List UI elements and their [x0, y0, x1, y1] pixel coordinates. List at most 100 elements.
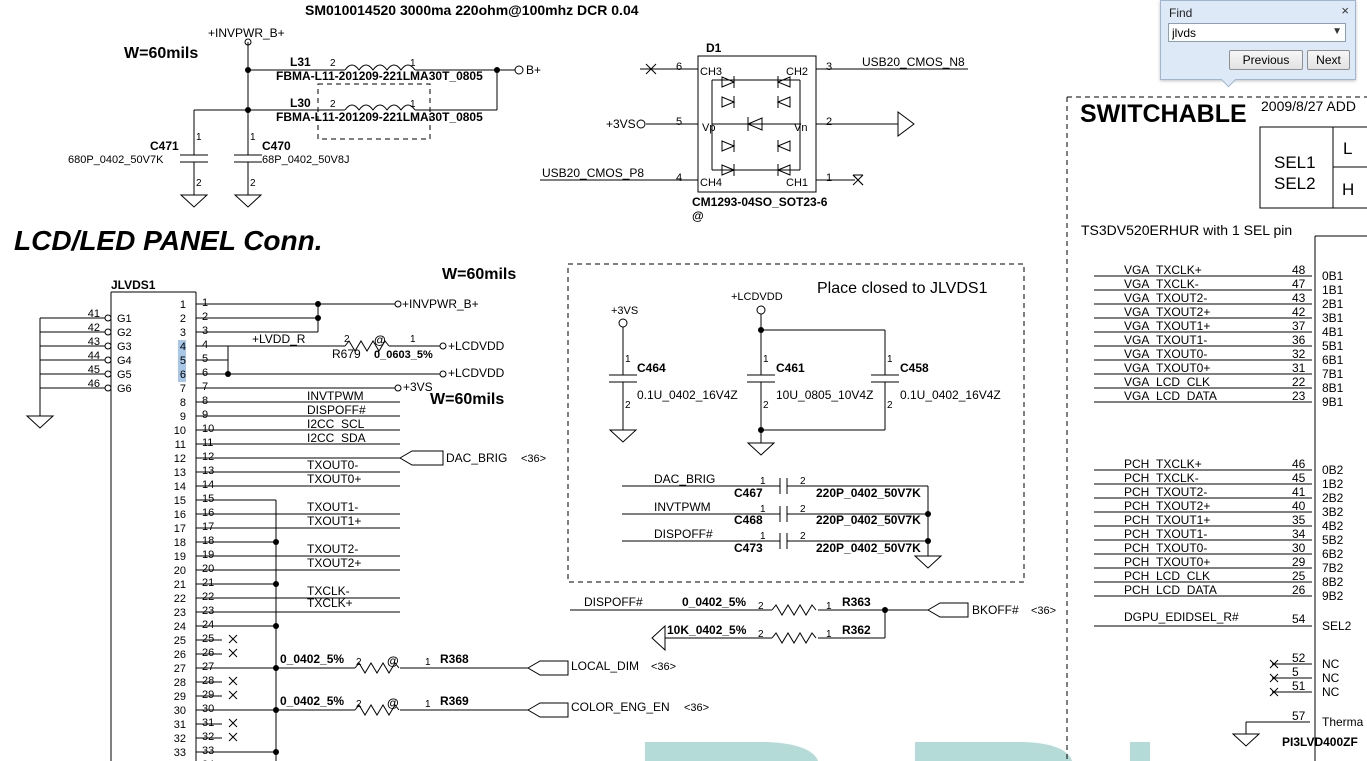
r362-pin2: 2: [758, 629, 764, 640]
pin-number-left: 2: [180, 313, 186, 325]
switch-pin-name: 6B1: [1322, 353, 1344, 367]
pin-number-right: 18: [202, 535, 214, 547]
switch-pin-number: 23: [1292, 389, 1306, 403]
connector-nets: [205, 300, 569, 761]
c470-ref: C470: [262, 139, 291, 153]
pin-number-right: 32: [202, 731, 214, 743]
dac-brig-ref: <36>: [521, 453, 546, 465]
switch-pin-number: 36: [1292, 333, 1306, 347]
r368-at: @: [387, 654, 399, 668]
switch-pin-number: 22: [1292, 375, 1306, 389]
pin-number-left: 27: [174, 663, 186, 675]
pin-number-left: 13: [174, 467, 186, 479]
switch-net: PCH_TXCLK+: [1124, 457, 1202, 471]
lcdvdd-a-label: +LCDVDD: [448, 339, 505, 353]
d1-pin5: 5: [676, 116, 682, 128]
pin-number-left: 11: [175, 439, 186, 451]
bkoff-net: BKOFF#: [972, 603, 1019, 617]
pin-number-left: 33: [174, 747, 186, 759]
r369-at: @: [387, 696, 399, 710]
switch-pin-name: 4B1: [1322, 325, 1344, 339]
switch-net: VGA_TXCLK+: [1124, 263, 1202, 277]
c461-pin2: 2: [763, 400, 769, 411]
pin-number-left: 22: [174, 593, 186, 605]
pin-number-left: 5: [180, 355, 186, 367]
c467-pin1: 1: [760, 476, 766, 487]
switch-net: PCH_TXOUT1+: [1124, 513, 1210, 527]
pin-number-right: 22: [202, 591, 214, 603]
sel-low-label: L: [1343, 139, 1352, 158]
lcdvdd-b-label: +LCDVDD: [448, 366, 505, 380]
ground-pin-name: G6: [117, 383, 132, 395]
pin-number-left: 6: [180, 369, 186, 381]
pin-number-right: 21: [202, 577, 214, 589]
c464-ref: C464: [637, 361, 666, 375]
switch-pin-number: 32: [1292, 347, 1306, 361]
switch-net: PCH_TXOUT2+: [1124, 499, 1210, 513]
switch-pin-number: 43: [1292, 291, 1306, 305]
c458-pin2: 2: [887, 400, 893, 411]
ground-pin-number: 44: [88, 350, 100, 362]
dec-3vs: +3VS: [611, 305, 638, 317]
find-input[interactable]: [1169, 24, 1325, 42]
switch-pin-number: 41: [1292, 485, 1306, 499]
switch-pin-number: 35: [1292, 513, 1306, 527]
c464-pin1: 1: [625, 354, 631, 365]
switch-pin-number: 37: [1292, 319, 1306, 333]
local-dim-ref: <36>: [651, 661, 676, 673]
switch-net: PCH_TXOUT2-: [1124, 485, 1207, 499]
pin-number-right: 33: [202, 745, 214, 757]
pin-number-right: 19: [202, 549, 214, 561]
switch-net: PCH_LCD_CLK: [1124, 569, 1210, 583]
pin-number-right: 6: [202, 367, 208, 379]
close-icon[interactable]: ×: [1341, 3, 1349, 18]
r679-ref: R679: [332, 347, 361, 361]
switch-net: VGA_TXOUT1+: [1124, 319, 1210, 333]
c464-value: 0.1U_0402_16V4Z: [637, 388, 738, 402]
sel2-label: SEL2: [1274, 174, 1316, 193]
c471-pin2: 2: [196, 178, 202, 189]
switch-pin-number: 40: [1292, 499, 1306, 513]
switch-pin-number: 46: [1292, 457, 1306, 471]
sel-num: 54: [1292, 612, 1306, 626]
sel-net: DGPU_EDIDSEL_R#: [1124, 610, 1239, 624]
r679-pin2: 2: [344, 334, 350, 345]
ground-pin-name: G1: [117, 313, 132, 325]
pin-number-left: 29: [174, 691, 186, 703]
previous-button[interactable]: Previous: [1229, 50, 1303, 70]
pin-number-left: 18: [174, 537, 186, 549]
d1-vp: Vp: [702, 122, 715, 134]
ground-pin-number: 41: [88, 308, 100, 320]
l31-ref: L31: [290, 55, 311, 69]
r369-pin1: 1: [425, 699, 431, 710]
pin-number-left: 16: [174, 509, 186, 521]
bkoff-dispoff: DISPOFF#: [584, 595, 643, 609]
pin-number-right: 30: [202, 703, 214, 715]
c461-pin1: 1: [763, 354, 769, 365]
switch-part-note: TS3DV520ERHUR with 1 SEL pin: [1081, 222, 1292, 238]
therm-num: 57: [1292, 709, 1306, 723]
chevron-down-icon[interactable]: ▼: [1332, 26, 1342, 37]
pin-number-right: 4: [202, 339, 208, 351]
pin-number-left: 8: [180, 397, 186, 409]
r369-value: 0_0402_5%: [280, 694, 344, 708]
nc-pin-number: 52: [1292, 651, 1306, 665]
switch-pin-number: 42: [1292, 305, 1306, 319]
c461-value: 10U_0805_10V4Z: [776, 388, 873, 402]
d1-at: @: [692, 209, 704, 223]
switch-pin-name: 7B1: [1322, 367, 1344, 381]
pin-number-left: 31: [174, 719, 186, 731]
next-button[interactable]: Next: [1307, 50, 1350, 70]
l30-pin1: 1: [410, 99, 416, 110]
txout1p-label: TXOUT1+: [307, 514, 361, 528]
switch-pin-name: 1B2: [1322, 477, 1344, 491]
switch-pin-name: 5B2: [1322, 533, 1344, 547]
pin-number-right: 15: [202, 493, 214, 505]
nc-pin-name: NC: [1322, 657, 1340, 671]
pin-number-right: 31: [202, 717, 214, 729]
c467-value: 220P_0402_50V7K: [816, 486, 921, 500]
pin-number-right: 8: [202, 395, 208, 407]
